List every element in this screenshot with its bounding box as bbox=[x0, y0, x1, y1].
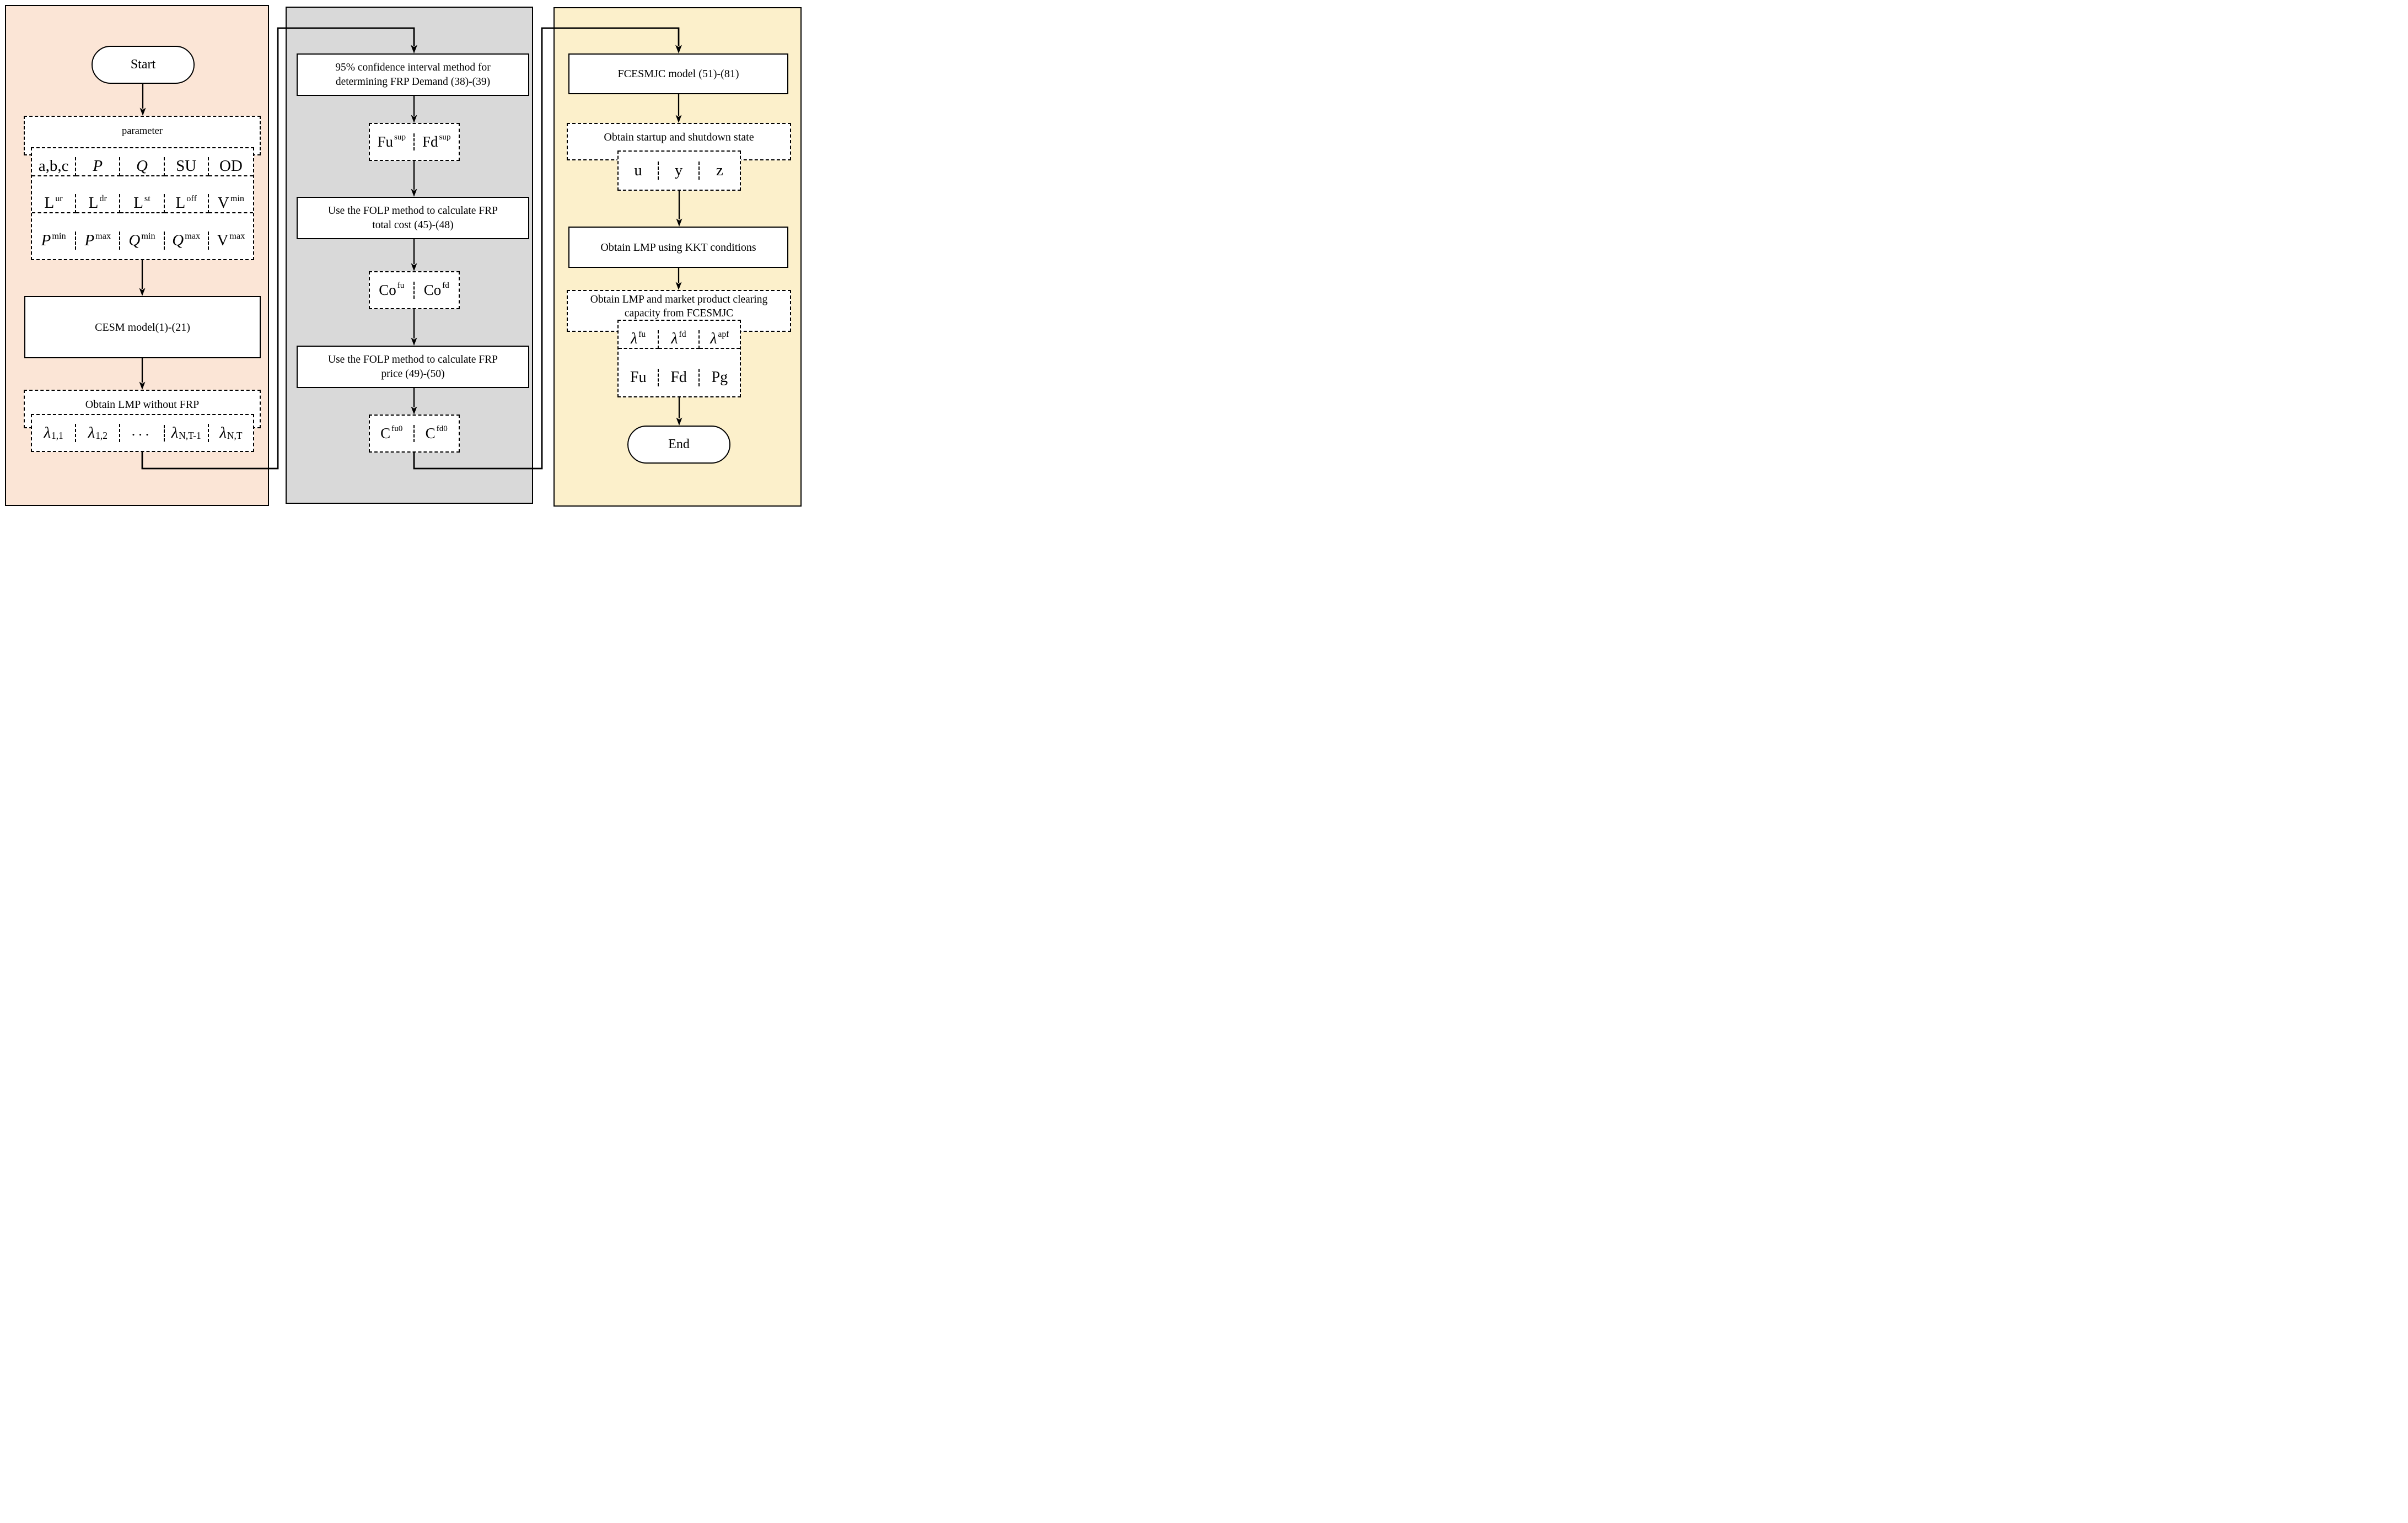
fcesmjc-model-label: FCESMJC model (51)-(81) bbox=[617, 68, 739, 80]
folp-total-cost-box: Use the FOLP method to calculate FRP tot… bbox=[297, 197, 529, 239]
param-cell-abc: a,b,c bbox=[32, 157, 77, 176]
kkt-conditions-label: Obtain LMP using KKT conditions bbox=[600, 241, 756, 254]
param-cell-Q: Q bbox=[120, 157, 165, 176]
fcesmjc-model-box: FCESMJC model (51)-(81) bbox=[568, 53, 788, 94]
confidence-interval-label: 95% confidence interval method for deter… bbox=[335, 62, 491, 88]
u-cell: u bbox=[619, 162, 659, 180]
start-terminal: Start bbox=[92, 46, 195, 84]
pg-cell: Pg bbox=[711, 368, 728, 386]
param-cell-OD: OD bbox=[208, 157, 253, 176]
cesm-model-box: CESM model(1)-(21) bbox=[24, 296, 261, 358]
startup-state-label: Obtain startup and shutdown state bbox=[604, 131, 754, 143]
fd-cell: Fd bbox=[659, 368, 700, 386]
folp-price-box: Use the FOLP method to calculate FRP pri… bbox=[297, 346, 529, 388]
lambda-cell-dots: ... bbox=[120, 423, 165, 442]
obtain-lmp-label: Obtain LMP without FRP bbox=[85, 399, 200, 411]
kkt-conditions-box: Obtain LMP using KKT conditions bbox=[568, 227, 788, 268]
clearing-capacity-label: Obtain LMP and market product clearing c… bbox=[590, 293, 768, 319]
parameter-header-label: parameter bbox=[122, 125, 163, 137]
start-label: Start bbox=[130, 57, 156, 72]
confidence-interval-box: 95% confidence interval method for deter… bbox=[297, 53, 529, 96]
z-cell: z bbox=[716, 162, 723, 179]
y-cell: y bbox=[659, 162, 700, 180]
folp-total-cost-label: Use the FOLP method to calculate FRP tot… bbox=[328, 205, 498, 231]
param-cell-P: P bbox=[76, 157, 121, 176]
folp-price-label: Use the FOLP method to calculate FRP pri… bbox=[328, 354, 498, 380]
end-terminal: End bbox=[627, 426, 730, 464]
uyz-row: u y z bbox=[617, 150, 741, 191]
fu-cell: Fu bbox=[619, 368, 659, 386]
end-label: End bbox=[668, 437, 690, 451]
cesm-model-label: CESM model(1)-(21) bbox=[95, 321, 190, 333]
param-cell-SU: SU bbox=[164, 157, 209, 176]
